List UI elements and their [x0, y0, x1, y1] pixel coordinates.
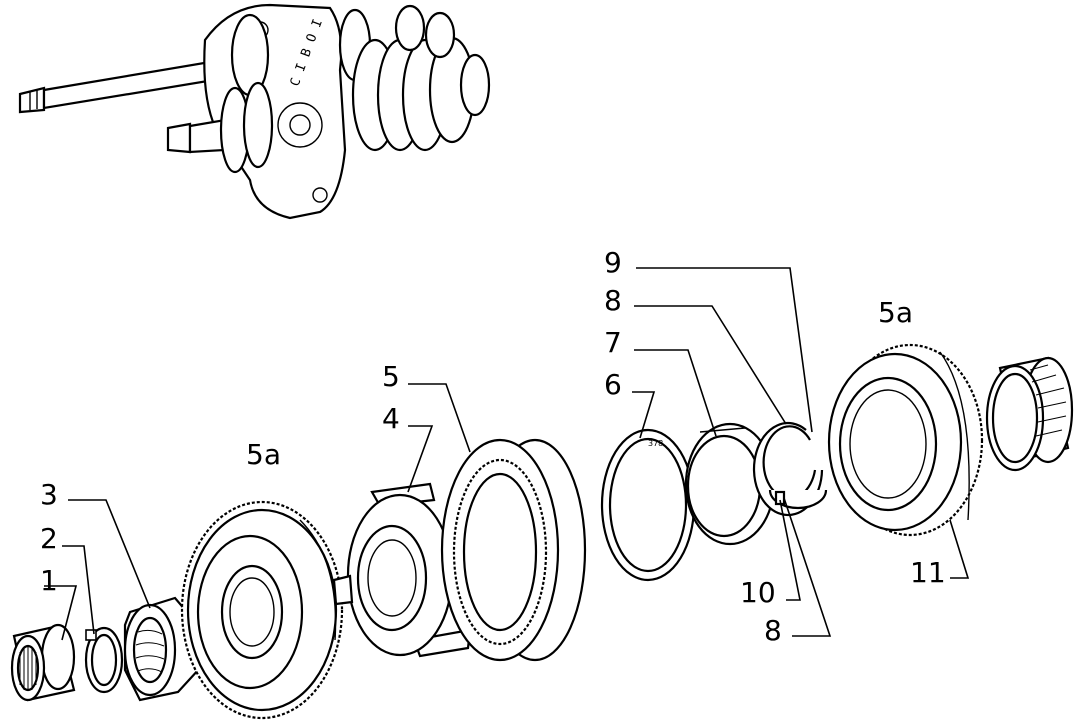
part-6-synchro-ring: 378: [600, 428, 696, 582]
callout-6: 6: [604, 368, 622, 401]
callout-11: 11: [910, 556, 946, 589]
svg-text:378: 378: [648, 439, 663, 448]
callout-5: 5: [382, 360, 400, 393]
gearbox-assembly-illustration: C I B O I: [18, 3, 491, 220]
callout-2: 2: [40, 522, 58, 555]
callout-9: 9: [604, 246, 622, 279]
part-4-synchro-hub: [332, 482, 472, 658]
part-1-needle-bearing: [10, 623, 76, 702]
callout-5a-left: 5a: [246, 438, 281, 471]
part-11-bearing: [985, 356, 1074, 472]
leader-lines: [44, 267, 970, 641]
callout-1: 1: [40, 564, 58, 597]
callout-5a-right: 5a: [878, 296, 913, 329]
callout-8-bottom: 8: [764, 614, 782, 647]
callout-3: 3: [40, 478, 58, 511]
callout-8-top: 8: [604, 284, 622, 317]
part-5a-left-gear: [180, 500, 344, 720]
part-5-sleeve: [440, 438, 587, 662]
callout-4: 4: [382, 402, 400, 435]
part-5a-right-gear: [827, 343, 984, 537]
part-2-snap-ring: [84, 626, 124, 694]
callout-labels: 1 2 3 4 5 5a 6 7 8 9 5a 10 8 11: [40, 246, 946, 647]
callout-7: 7: [604, 326, 622, 359]
part-3-nut: [123, 596, 202, 702]
parts-8-9-10-split-rings: [752, 421, 828, 517]
callout-10: 10: [740, 576, 776, 609]
